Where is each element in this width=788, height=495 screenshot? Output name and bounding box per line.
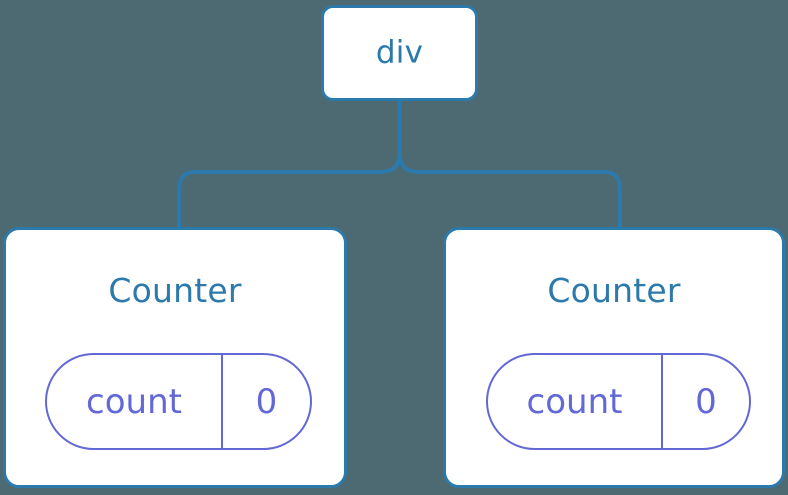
state-pill-counter-0[interactable]: count 0 — [45, 353, 312, 450]
node-counter-0-label: Counter — [108, 271, 242, 310]
state-pill-counter-1[interactable]: count 0 — [486, 353, 751, 450]
node-counter-0[interactable]: Counter count 0 — [3, 227, 347, 488]
state-key-counter-1: count — [488, 355, 663, 448]
state-value-counter-0: 0 — [255, 381, 278, 422]
connector-branch-left — [177, 149, 402, 229]
connector-branch-right — [397, 149, 622, 229]
state-key-counter-0: count — [47, 355, 223, 448]
node-counter-1[interactable]: Counter count 0 — [443, 227, 785, 488]
node-counter-1-label: Counter — [547, 271, 681, 310]
node-div[interactable]: div — [321, 5, 478, 101]
node-div-label: div — [375, 34, 424, 71]
state-value-counter-1: 0 — [695, 381, 717, 422]
